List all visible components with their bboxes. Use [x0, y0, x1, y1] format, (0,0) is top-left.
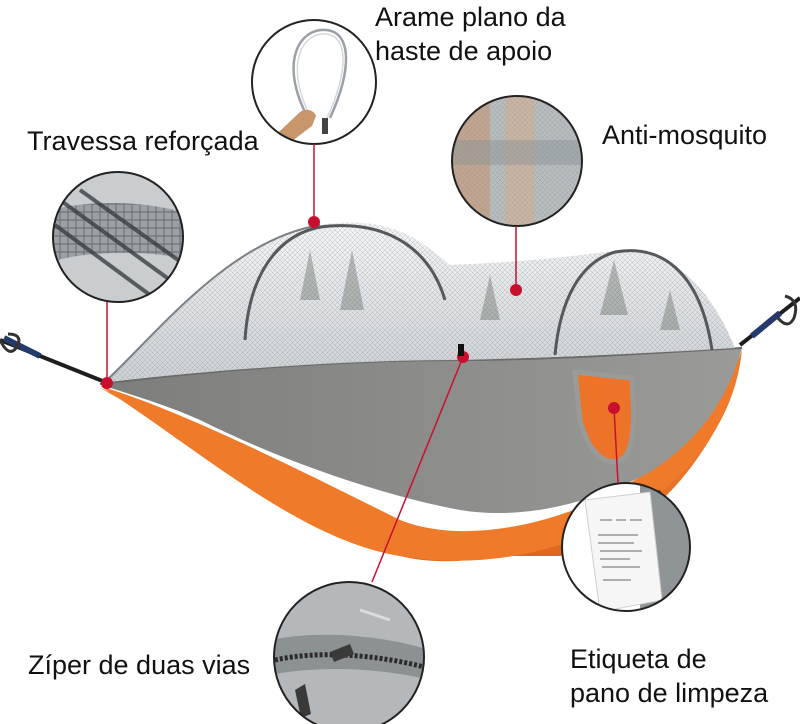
label-support-wire: Arame plano da haste de apoio	[375, 0, 566, 68]
side-pocket	[572, 369, 637, 464]
label-cleaning-tag-line2: pano de limpeza	[570, 678, 769, 708]
callout-two-way-zipper	[273, 581, 425, 724]
pointer-dot-wire	[308, 216, 320, 228]
callout-cleaning-tag	[561, 482, 691, 612]
label-cleaning-tag: Etiqueta de pano de limpeza	[570, 642, 768, 710]
pointer-dot-strap	[101, 377, 113, 389]
mosquito-net-canopy	[104, 222, 735, 383]
label-reinforced-strap: Travessa reforçada	[27, 126, 259, 156]
callout-pointers	[101, 144, 620, 583]
callout-mosquito-mesh	[451, 95, 583, 227]
label-cleaning-tag-line1: Etiqueta de	[570, 644, 707, 674]
pointer-dot-tag	[608, 402, 620, 414]
label-anti-mosquito: Anti-mosquito	[602, 120, 768, 150]
label-support-wire-line1: Arame plano da	[375, 2, 566, 32]
label-support-wire-line2: haste de apoio	[375, 36, 553, 66]
suspension-strap-left	[0, 332, 106, 384]
suspension-strap-right	[738, 294, 800, 347]
zipper-pull	[458, 344, 464, 356]
pointer-dot-mesh	[510, 284, 522, 296]
callout-reinforced-strap	[52, 171, 184, 303]
callout-support-wire	[251, 19, 377, 145]
label-two-way-zipper: Zíper de duas vias	[28, 650, 251, 680]
